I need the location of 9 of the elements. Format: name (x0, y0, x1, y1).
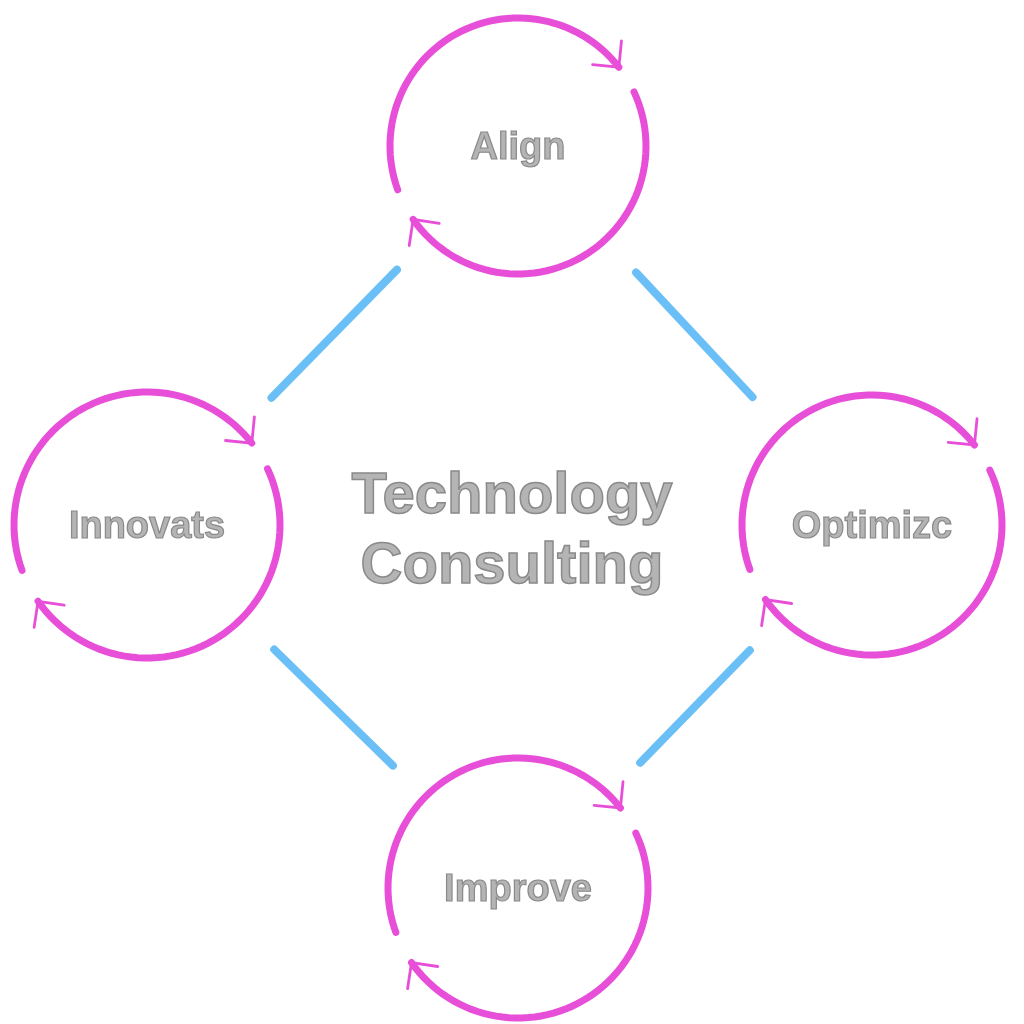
center-title: Technology Consulting (350, 459, 674, 597)
connector-line (270, 645, 397, 770)
node-label: Optimizc (791, 503, 953, 547)
connector-line (267, 265, 401, 402)
node-label: Innovats (68, 503, 226, 547)
connector-line (636, 646, 754, 767)
node-label: Improve (444, 866, 592, 910)
node-label: Align (470, 124, 566, 168)
connector-line (632, 268, 757, 402)
